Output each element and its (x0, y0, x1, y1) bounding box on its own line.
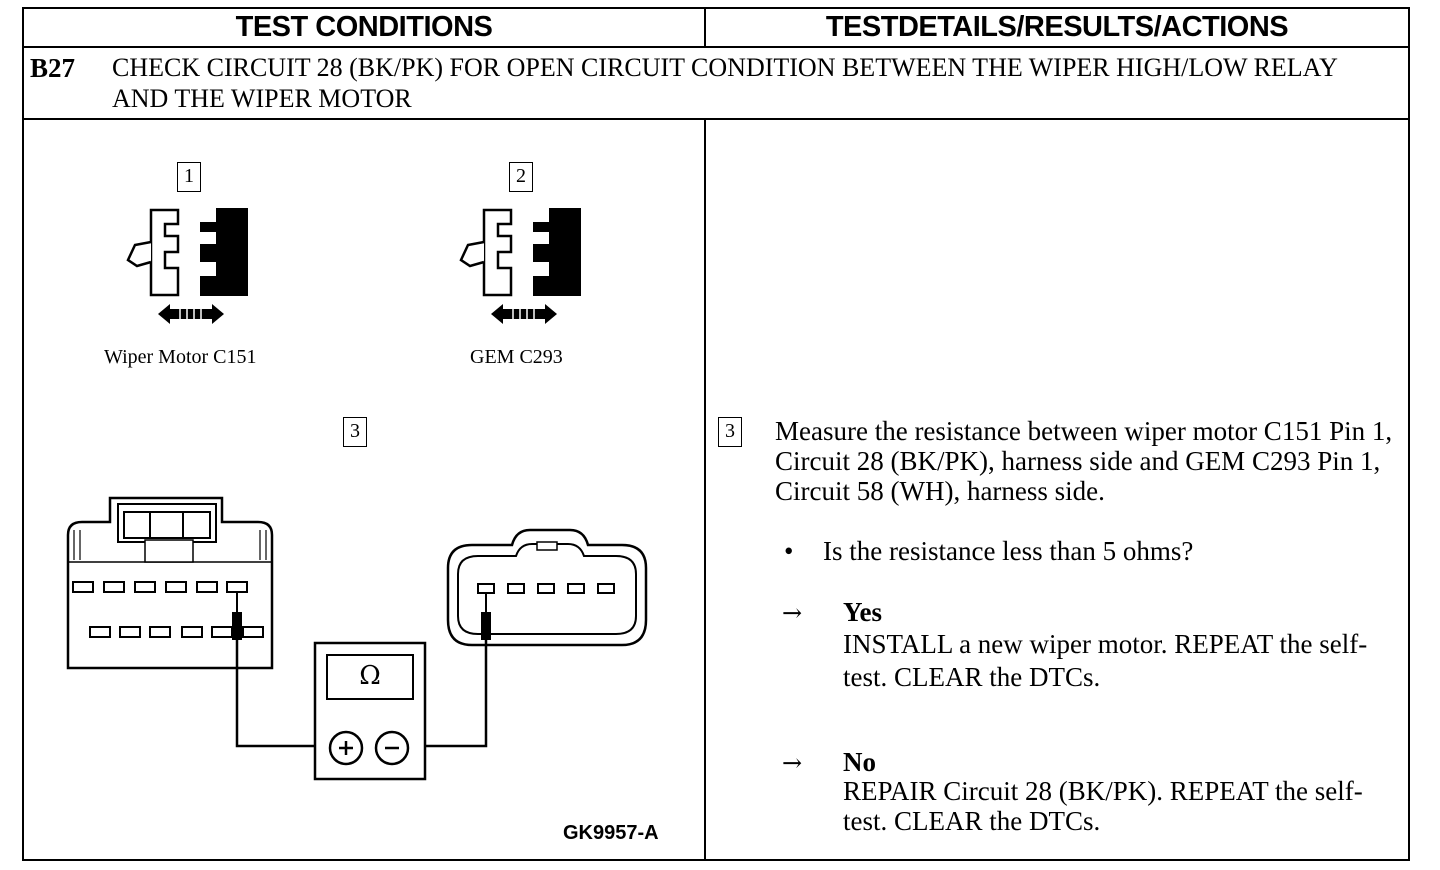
gem-connector-icon (446, 528, 648, 647)
question-bullet: • (784, 536, 794, 566)
step-id: B27 (30, 53, 76, 83)
callout-2: 2 (509, 162, 533, 192)
instruction-text: Measure the resistance between wiper mot… (775, 416, 1393, 506)
yes-label: Yes (843, 597, 882, 627)
callout-3: 3 (343, 417, 367, 447)
connector-2-icon (459, 208, 581, 324)
ohm-symbol: Ω (359, 661, 381, 691)
details-callout: 3 (718, 417, 742, 447)
question-text: Is the resistance less than 5 ohms? (823, 536, 1194, 566)
connector-1-icon (126, 208, 248, 324)
yes-action: INSTALL a new wiper motor. REPEAT the se… (843, 629, 1368, 692)
connector-1-label: Wiper Motor C151 (104, 346, 257, 368)
no-arrow: → (782, 749, 803, 777)
figure-code: GK9957-A (563, 822, 659, 844)
disconnect-arrow-2-icon (491, 304, 557, 324)
callout-1: 1 (177, 162, 201, 192)
header-test-details: TESTDETAILS/RESULTS/ACTIONS (825, 11, 1289, 43)
header-test-conditions: TEST CONDITIONS (235, 11, 493, 43)
no-action: REPAIR Circuit 28 (BK/PK). REPEAT the se… (843, 776, 1363, 836)
connector-2-label: GEM C293 (470, 346, 563, 368)
test-leads (232, 592, 491, 748)
step-title: CHECK CIRCUIT 28 (BK/PK) FOR OPEN CIRCUI… (112, 53, 1337, 113)
ohmmeter-icon (313, 641, 427, 781)
disconnect-arrow-1-icon (158, 304, 224, 324)
yes-arrow: → (782, 599, 803, 627)
wiper-motor-connector-icon (66, 496, 274, 670)
no-label: No (843, 747, 876, 777)
